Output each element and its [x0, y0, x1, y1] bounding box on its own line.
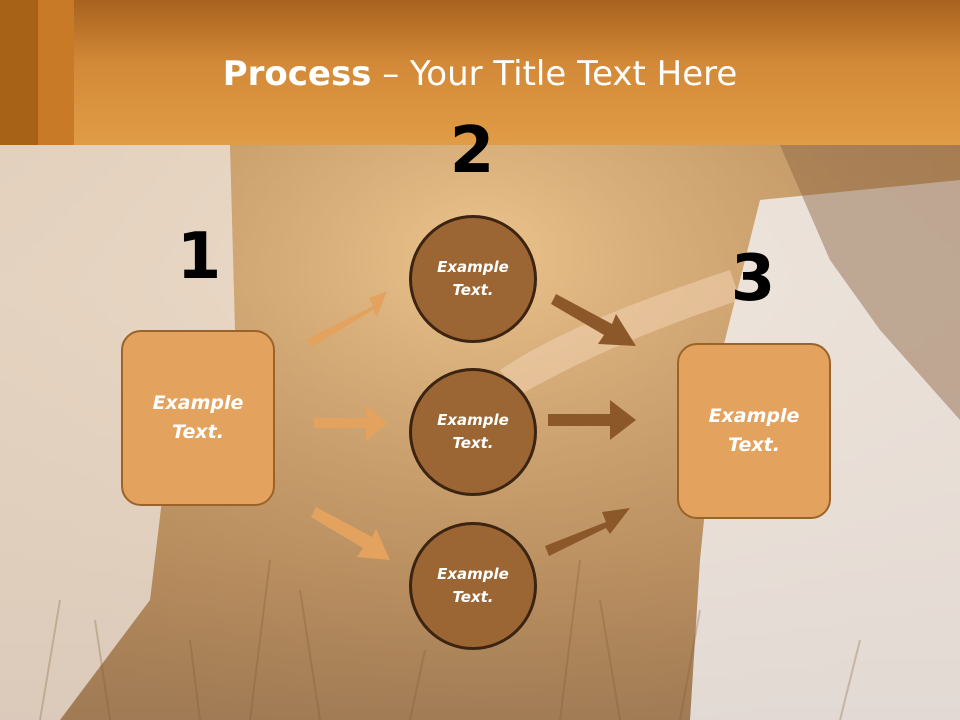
circle-label: Example Text. [437, 411, 509, 452]
step-number-2: 2 [449, 114, 495, 188]
header-stripe [0, 0, 38, 145]
title-bold: Process [222, 54, 372, 94]
slide-title: Process – Your Title Text Here [0, 52, 960, 96]
step-number-1: 1 [176, 220, 222, 294]
header-stripe [38, 0, 74, 145]
step-2-circle-bottom: Example Text. [409, 522, 537, 650]
circle-label: Example Text. [437, 258, 509, 299]
header-band [0, 0, 960, 145]
step-3-box: Example Text. [677, 343, 831, 519]
step-1-label: Example Text. [152, 392, 244, 443]
step-2-circle-middle: Example Text. [409, 368, 537, 496]
step-number-3: 3 [730, 242, 776, 316]
step-3-label: Example Text. [708, 405, 800, 456]
title-rest: – Your Title Text Here [371, 54, 738, 94]
step-2-circle-top: Example Text. [409, 215, 537, 343]
circle-label: Example Text. [437, 565, 509, 606]
step-1-box: Example Text. [121, 330, 275, 506]
